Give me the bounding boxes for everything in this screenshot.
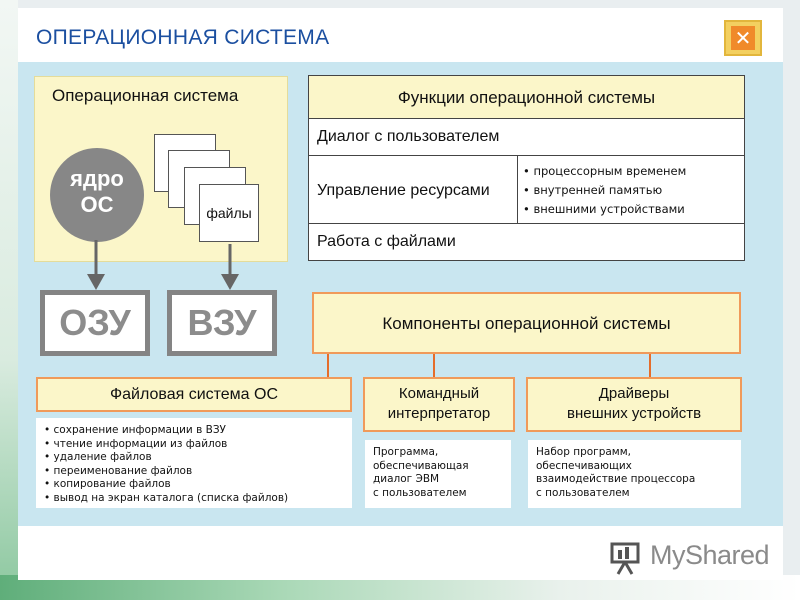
interpreter-description: Программа, обеспечивающая диалог ЭВМ с п… — [365, 440, 511, 508]
table-divider — [309, 155, 744, 156]
drivers-desc-line: взаимодействие процессора — [536, 473, 696, 485]
storage-box: ВЗУ — [167, 290, 277, 356]
drivers-desc-line: с пользователем — [536, 486, 630, 499]
fs-item: чтение информации из файлов — [44, 438, 344, 452]
fs-item: копирование файлов — [44, 478, 344, 492]
arrow-ram-head — [87, 274, 105, 290]
files-label: файлы — [199, 184, 259, 242]
resource-item: внутренней памятью — [523, 181, 686, 200]
kernel-line2: ОС — [80, 192, 114, 217]
connector-line — [433, 354, 435, 377]
arrow-storage-head — [221, 274, 239, 290]
interpreter-title-line1: Командный — [398, 385, 480, 402]
close-button[interactable]: ✕ — [724, 20, 762, 56]
interpreter-title: Командный интерпретатор — [363, 377, 515, 432]
interpreter-desc-line: Программа, — [373, 446, 439, 458]
fs-item: удаление файлов — [44, 451, 344, 465]
left-decoration-strip — [0, 0, 18, 600]
fs-title: Файловая система ОС — [36, 377, 352, 412]
table-divider — [517, 155, 518, 223]
watermark-text: MyShared — [650, 540, 770, 570]
drivers-title-line2: внешних устройств — [566, 405, 702, 422]
fs-item: переименование файлов — [44, 465, 344, 479]
drivers-description: Набор программ, обеспечивающих взаимодей… — [528, 440, 741, 508]
fs-item: сохранение информации в ВЗУ — [44, 424, 344, 438]
interpreter-title-line2: интерпретатор — [387, 405, 491, 422]
myshared-logo-icon — [610, 542, 640, 575]
components-header: Компоненты операционной системы — [312, 292, 741, 354]
drivers-desc-line: обеспечивающих — [536, 459, 632, 472]
function-dialog: Диалог с пользователем — [317, 128, 500, 145]
ram-box: ОЗУ — [40, 290, 150, 356]
functions-table: Функции операционной системы Диалог с по… — [308, 75, 745, 261]
functions-header: Функции операционной системы — [309, 76, 744, 119]
os-label: Операционная система — [52, 86, 239, 105]
drivers-title-line1: Драйверы — [598, 385, 670, 402]
interpreter-desc-line: обеспечивающая — [373, 459, 469, 472]
function-files: Работа с файлами — [317, 233, 456, 250]
drivers-desc-line: Набор программ, — [536, 446, 631, 458]
connector-line — [327, 354, 329, 377]
kernel-circle: ядро ОС — [50, 148, 144, 242]
interpreter-desc-line: диалог ЭВМ — [373, 473, 440, 485]
close-icon: ✕ — [731, 26, 755, 50]
interpreter-desc-line: с пользователем — [373, 486, 467, 499]
fs-item: вывод на экран каталога (списка файлов) — [44, 492, 344, 506]
resource-list: процессорным временем внутренней памятью… — [523, 162, 686, 219]
fs-description: сохранение информации в ВЗУ чтение инфор… — [36, 418, 352, 508]
resource-item: внешними устройствами — [523, 200, 686, 219]
kernel-line1: ядро — [70, 166, 124, 191]
function-resources: Управление ресурсами — [317, 182, 490, 199]
page-title: ОПЕРАЦИОННАЯ СИСТЕМА — [36, 26, 330, 49]
drivers-title: Драйверы внешних устройств — [526, 377, 742, 432]
table-divider — [309, 223, 744, 224]
arrows-to-memory — [87, 240, 239, 290]
resource-item: процессорным временем — [523, 162, 686, 181]
connector-line — [649, 354, 651, 377]
fs-list: сохранение информации в ВЗУ чтение инфор… — [44, 424, 344, 505]
